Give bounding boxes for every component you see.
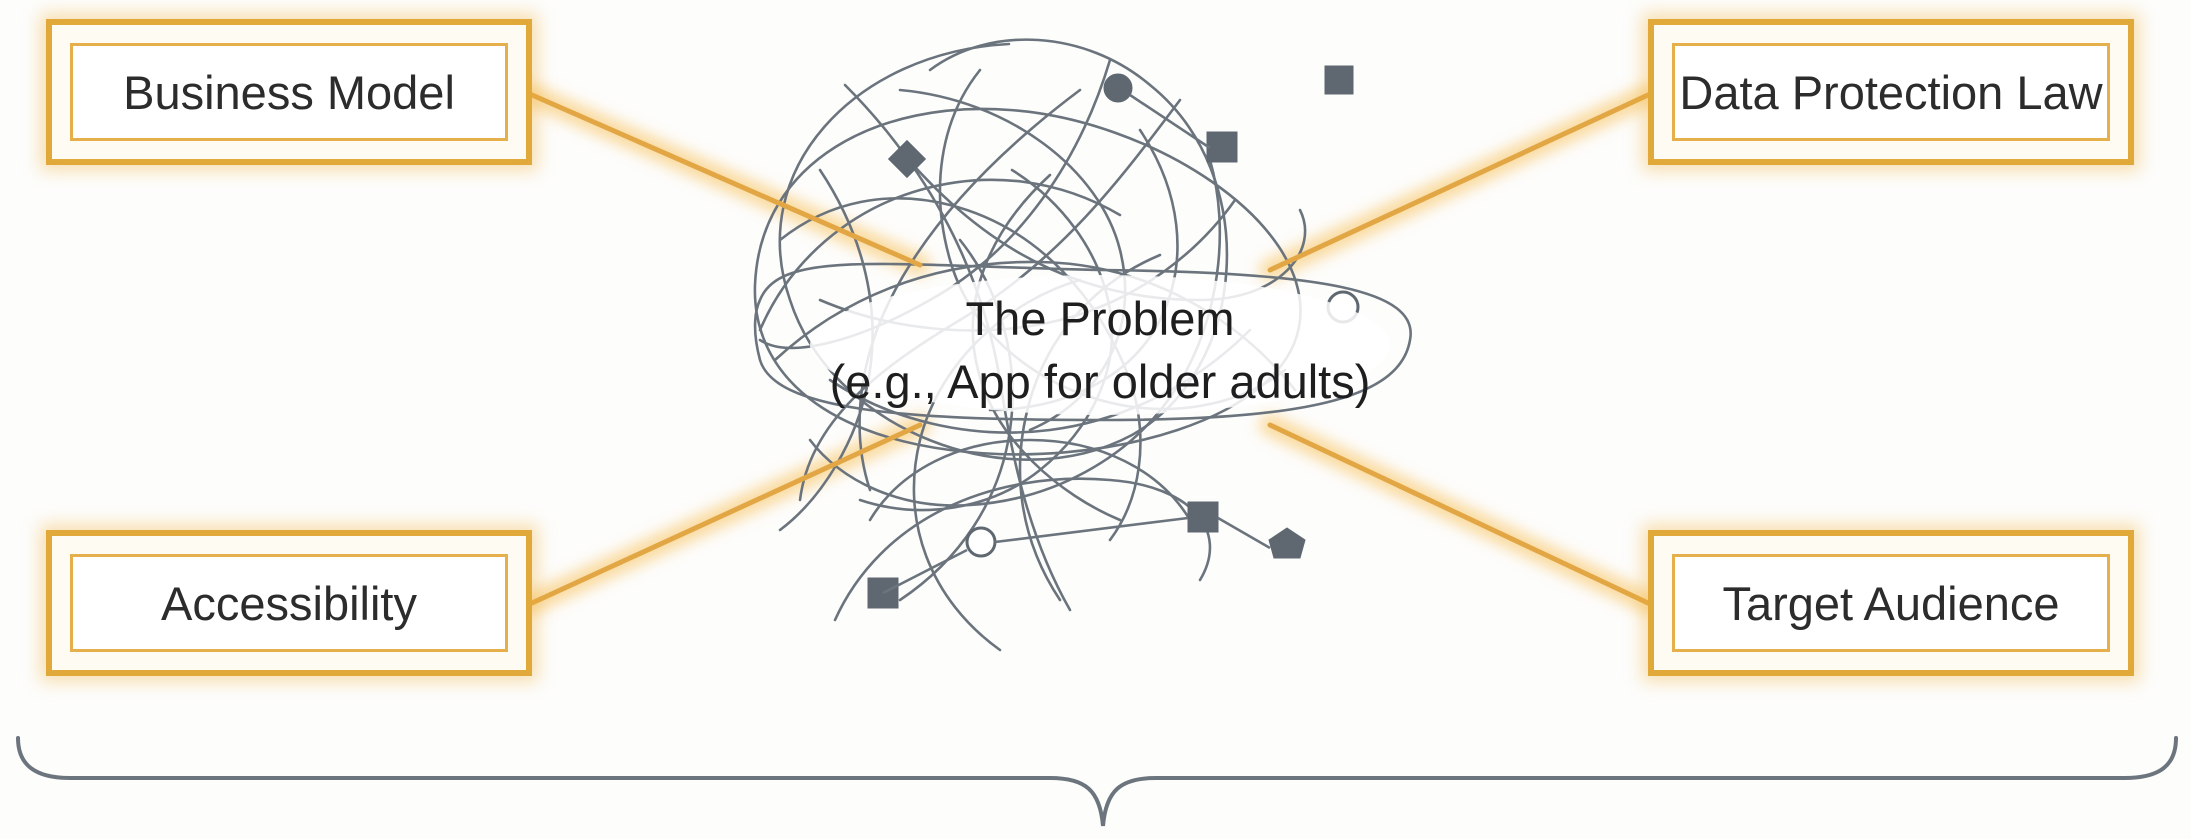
factor-box-target-audience: Target Audience	[1648, 530, 2134, 676]
factor-box-data-protection-law: Data Protection Law	[1648, 19, 2134, 165]
center-outline-loop	[753, 262, 1412, 422]
problem-label: The Problem (e.g., App for older adults)	[780, 287, 1420, 413]
connectors	[529, 92, 1651, 606]
node-links	[882, 93, 1271, 595]
factor-label-target-audience: Target Audience	[1722, 576, 2060, 630]
factor-label-business-model: Business Model	[123, 65, 455, 119]
factor-box-inner: Business Model	[70, 43, 508, 141]
connector-data-protection-law	[1267, 92, 1651, 273]
connector-accessibility	[529, 422, 923, 606]
node-circle	[1103, 73, 1133, 103]
curly-brace-icon	[16, 736, 2178, 827]
node-open-circle	[965, 526, 997, 558]
center-text-halo	[810, 275, 1390, 415]
factor-box-business-model: Business Model	[46, 19, 532, 165]
factor-box-inner: Accessibility	[70, 554, 508, 652]
problem-title: The Problem	[965, 292, 1235, 345]
factor-box-inner: Data Protection Law	[1672, 43, 2110, 141]
connector-business-model	[529, 92, 923, 268]
connector-target-audience	[1267, 422, 1651, 606]
factor-label-data-protection-law: Data Protection Law	[1679, 65, 2103, 119]
problem-example: (e.g., App for older adults)	[829, 355, 1371, 408]
factor-box-inner: Target Audience	[1672, 554, 2110, 652]
factor-label-accessibility: Accessibility	[161, 576, 417, 630]
node-square	[1206, 131, 1238, 163]
network-nodes	[867, 65, 1360, 609]
node-pentagon	[1268, 527, 1306, 559]
node-square	[1324, 65, 1354, 95]
node-diamond	[887, 139, 927, 179]
node-square	[1187, 501, 1219, 533]
factor-box-accessibility: Accessibility	[46, 530, 532, 676]
